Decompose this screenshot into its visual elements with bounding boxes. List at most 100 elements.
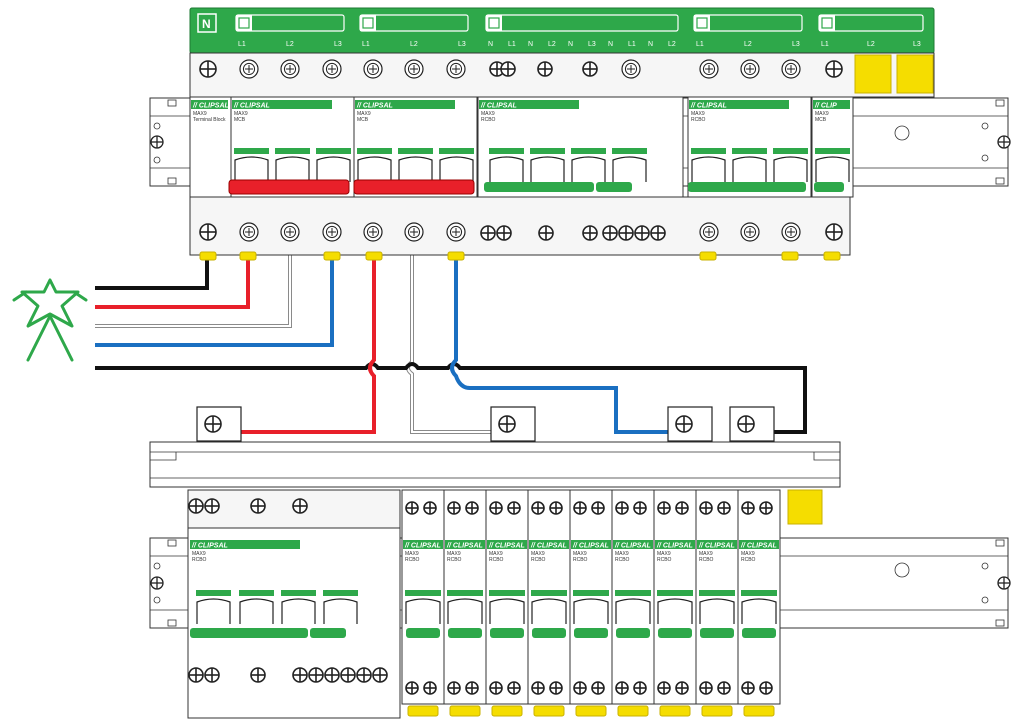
green-busbar (484, 182, 594, 192)
breaker-toggle (732, 148, 767, 182)
terminal-screw-icon (699, 59, 719, 79)
brand-text: // CLIPSAL (698, 543, 735, 550)
rcbo-body (569, 489, 613, 705)
phase-label: L2 (744, 41, 752, 48)
yellow-clip (617, 705, 649, 717)
green-busbar (658, 628, 692, 638)
breaker-toggle (571, 148, 606, 182)
terminal-screw-icon (741, 681, 755, 695)
terminal-screw-icon (675, 501, 689, 515)
yellow-connector (787, 489, 823, 525)
terminal-screw-icon (423, 681, 437, 695)
terminal-screw-icon (188, 498, 204, 514)
terminal-screw-icon (657, 681, 671, 695)
phase-label: N (648, 41, 653, 48)
house-icon-glyph (362, 17, 374, 29)
green-busbar (814, 182, 844, 192)
terminal-screw-icon (199, 223, 217, 241)
yellow-clip (699, 251, 717, 261)
breaker-toggle (691, 148, 726, 182)
rcbo-icon (486, 15, 502, 31)
model-text: MAX9 (357, 111, 371, 117)
toggle-outline (571, 156, 606, 182)
device-body (687, 96, 812, 198)
brand-text: // CLIPSAL (192, 103, 229, 110)
rcbo-icon-glyph (488, 17, 500, 29)
yellow-connector (854, 54, 892, 94)
terminal-screw-icon (447, 681, 461, 695)
breaker-toggle (773, 148, 808, 182)
wiring (95, 250, 807, 434)
toggle-green-cap (234, 148, 269, 154)
brand-text: // CLIPSAL (446, 543, 483, 550)
neutral-wire-grey (95, 250, 500, 434)
toggle-green-cap (573, 590, 609, 596)
terminal-screw-icon (356, 667, 372, 683)
brand-strip (689, 100, 789, 109)
type-text: RCBO (531, 557, 546, 563)
type-text: RCBO (615, 557, 630, 563)
toggle-green-cap (699, 590, 735, 596)
toggle-green-cap (615, 590, 651, 596)
terminal-screw-icon (717, 681, 731, 695)
toggle-outline (732, 156, 767, 182)
terminal-screw-icon (633, 681, 647, 695)
phase-label: N (608, 41, 613, 48)
terminal-screw-icon (280, 222, 300, 242)
terminal-screw-icon (825, 60, 843, 78)
brand-text: // CLIPSAL (404, 543, 441, 550)
toggle-outline (398, 156, 433, 182)
breaker-toggle (234, 148, 269, 182)
green-busbar (190, 628, 308, 638)
terminal-screw-icon (634, 225, 650, 241)
busbar-link-bar (149, 441, 841, 488)
model-text: MAX9 (193, 111, 207, 117)
model-text: MAX9 (489, 551, 503, 557)
toggle-outline (439, 156, 474, 182)
toggle-outline (615, 598, 651, 624)
solar-icon (694, 15, 710, 31)
terminal-screw-icon (404, 222, 424, 242)
yellow-clip (407, 705, 439, 717)
terminal-screw-icon (507, 501, 521, 515)
toggle-green-cap (489, 590, 525, 596)
rcbo-body (611, 489, 655, 705)
phase-label: L2 (867, 41, 875, 48)
terminal-screw-icon (675, 415, 693, 433)
brand-strip (445, 540, 485, 549)
toggle-outline (530, 156, 565, 182)
phase-label: L1 (628, 41, 636, 48)
terminal-screw-icon (825, 223, 843, 241)
terminal-screw-icon (423, 501, 437, 515)
terminal-screw-icon (781, 59, 801, 79)
terminal-screw-icon (500, 61, 516, 77)
brand-text: // CLIP (814, 103, 837, 110)
battery-icon-glyph (821, 17, 833, 29)
terminal-screw-icon (489, 681, 503, 695)
terminal-screw-icon (717, 501, 731, 515)
toggle-green-cap (530, 148, 565, 154)
model-text: MAX9 (192, 551, 206, 557)
breaker-toggle (531, 590, 567, 624)
phase-label: L1 (362, 41, 370, 48)
breaker-toggle (815, 148, 850, 182)
bridge-lugs (196, 406, 775, 442)
terminal-screw-icon (239, 59, 259, 79)
toggle-outline (691, 156, 726, 182)
terminal-screw-icon (538, 225, 554, 241)
terminal-screw-icon (582, 61, 598, 77)
top-terminal-strip (189, 52, 935, 98)
